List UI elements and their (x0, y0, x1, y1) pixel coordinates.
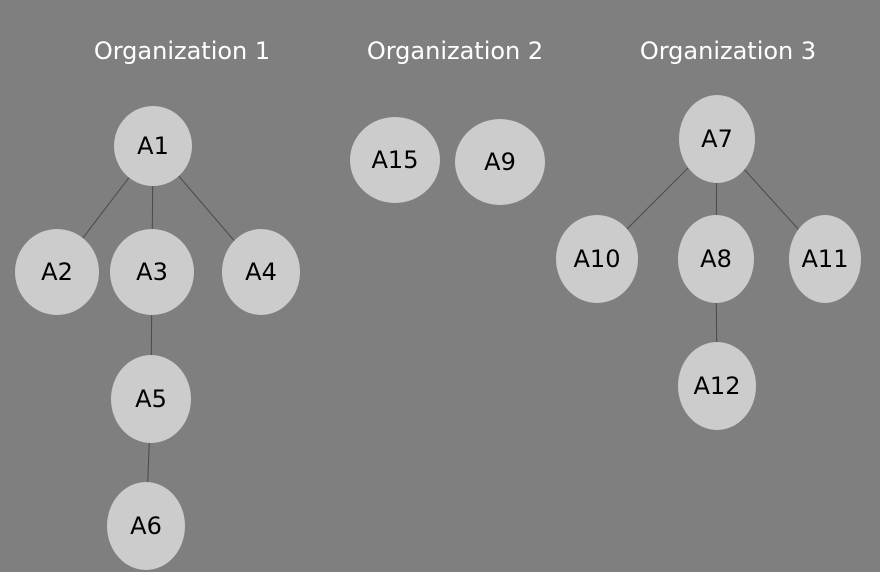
node-a9: A9 (455, 119, 545, 205)
node-a1: A1 (114, 106, 192, 186)
org-title-2: Organization 2 (366, 37, 544, 65)
org-title-3: Organization 3 (639, 37, 817, 65)
node-a3: A3 (110, 229, 194, 315)
node-a15: A15 (350, 117, 440, 203)
node-a5: A5 (111, 355, 191, 443)
node-a6: A6 (107, 482, 185, 570)
node-a4: A4 (222, 229, 300, 315)
edge-a7-a11 (744, 169, 799, 230)
edge-a7-a10 (626, 167, 689, 230)
edge-a1-a4 (178, 175, 235, 242)
org-title-1: Organization 1 (93, 37, 271, 65)
node-a8: A8 (678, 215, 754, 303)
node-a11: A11 (789, 215, 861, 303)
node-a2: A2 (15, 229, 99, 315)
edge-a1-a2 (82, 177, 130, 239)
node-a7: A7 (679, 95, 755, 183)
node-a10: A10 (556, 215, 638, 303)
edge-a5-a6 (147, 442, 150, 483)
node-a12: A12 (678, 342, 756, 430)
